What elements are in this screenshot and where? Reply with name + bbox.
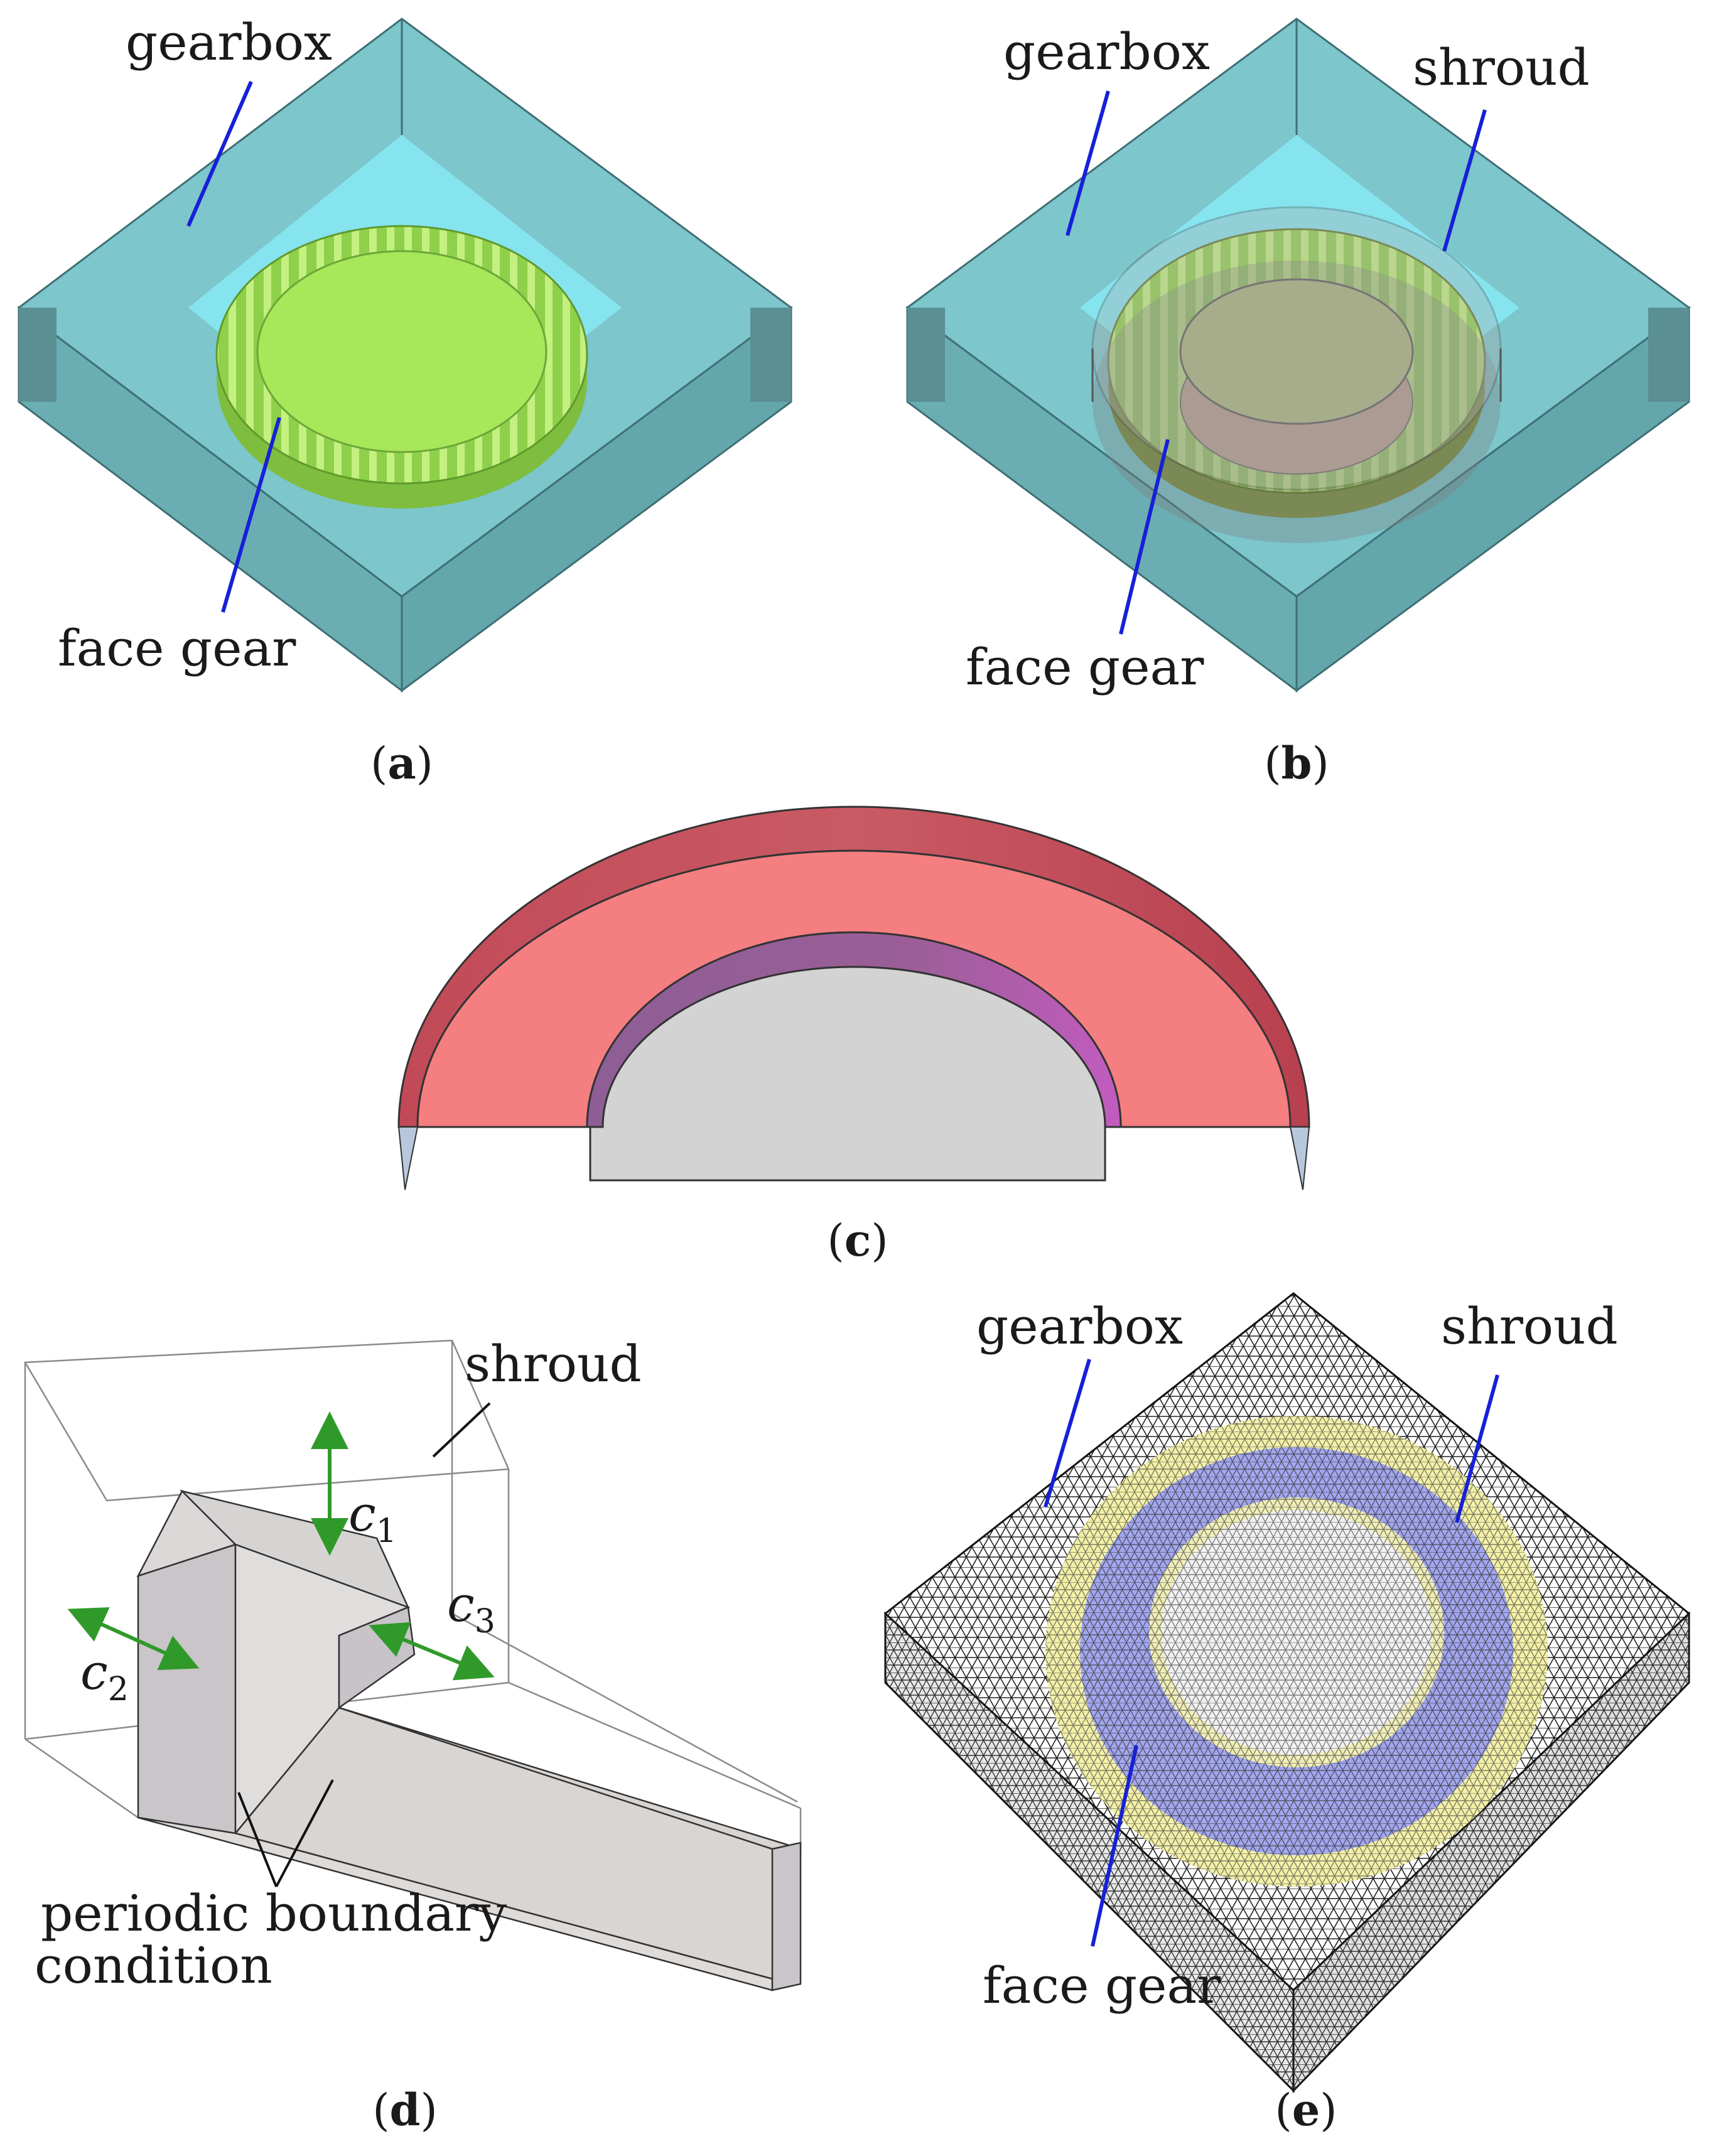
leader-face-gear-b bbox=[1119, 439, 1170, 635]
gray-core bbox=[589, 966, 1106, 1182]
leader-gearbox-a bbox=[186, 80, 253, 227]
panel-a: gearbox face gear (a) bbox=[17, 13, 793, 789]
shroud-b bbox=[1091, 206, 1502, 543]
caption-b: (b) bbox=[1264, 737, 1329, 789]
panel-b: gearbox shroud face gear (b) bbox=[905, 18, 1691, 789]
panel-c: (c) bbox=[397, 806, 1310, 1266]
face-gear-a bbox=[215, 225, 588, 509]
leader-pbc-1 bbox=[237, 1792, 278, 1887]
gearbox-label-b: gearbox bbox=[1003, 23, 1210, 81]
leader-shroud-d bbox=[432, 1402, 491, 1458]
caption-c: (c) bbox=[827, 1214, 888, 1266]
leader-shroud-b bbox=[1442, 109, 1487, 252]
pbc-label-line1: periodic boundary bbox=[41, 1884, 507, 1943]
right-leg bbox=[1289, 1126, 1310, 1190]
face-gear-label-b: face gear bbox=[966, 638, 1204, 696]
caption-e: (e) bbox=[1275, 2084, 1337, 2136]
dimension-arrows-d bbox=[67, 1411, 495, 1681]
face-gear-label-e: face gear bbox=[983, 1956, 1221, 2015]
arrow-c2 bbox=[67, 1607, 200, 1670]
panel-d: shroud c1 c2 c3 periodic boundary condit… bbox=[23, 1335, 802, 2136]
face-gear-label-a: face gear bbox=[58, 619, 296, 677]
face-gear-b bbox=[1107, 228, 1486, 518]
leader-face-gear-e bbox=[1091, 1745, 1138, 1947]
leader-face-gear-a bbox=[221, 417, 281, 613]
gray-part-d bbox=[136, 1489, 802, 1992]
c3-label: c3 bbox=[447, 1577, 495, 1641]
shroud-label-d: shroud bbox=[465, 1335, 642, 1393]
arrow-c3 bbox=[369, 1622, 495, 1681]
c1-label: c1 bbox=[348, 1486, 397, 1550]
shroud-label-e: shroud bbox=[1441, 1297, 1618, 1356]
gearbox-label-a: gearbox bbox=[126, 13, 332, 72]
leader-pbc-2 bbox=[275, 1779, 334, 1887]
leader-gearbox-e bbox=[1044, 1359, 1091, 1507]
pbc-label-line2: condition bbox=[35, 1936, 273, 1995]
leader-shroud-e bbox=[1455, 1374, 1499, 1523]
panel-e: gearbox shroud face gear (e) bbox=[883, 1292, 1691, 2136]
left-leg bbox=[397, 1126, 419, 1190]
shroud-label-b: shroud bbox=[1413, 38, 1590, 97]
leader-gearbox-b bbox=[1066, 90, 1110, 236]
c2-label: c2 bbox=[80, 1644, 129, 1708]
mesh-inner-ring-e bbox=[1149, 1497, 1444, 1767]
caption-d: (d) bbox=[372, 2084, 438, 2136]
gearbox-label-e: gearbox bbox=[976, 1297, 1183, 1356]
caption-a: (a) bbox=[370, 737, 433, 789]
